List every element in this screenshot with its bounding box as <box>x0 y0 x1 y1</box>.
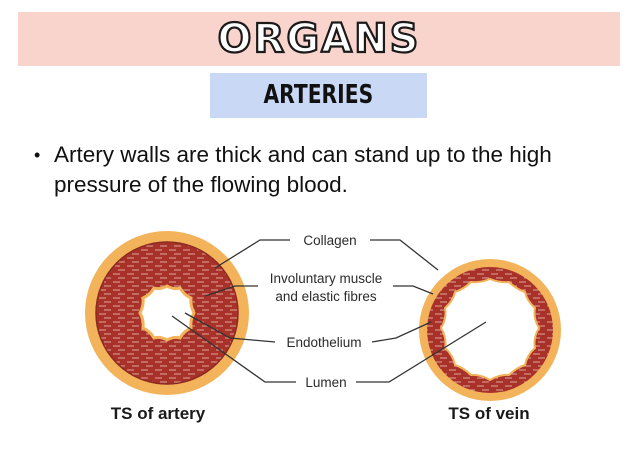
bullet-line-1: Artery walls are thick and can stand up … <box>54 142 552 167</box>
label-muscle-line-1: Involuntary muscle <box>270 271 383 286</box>
leader-lines <box>171 239 487 383</box>
label-collagen: Collagen <box>303 233 356 248</box>
bullet-icon: • <box>34 145 41 165</box>
artery-cross-section <box>85 231 249 395</box>
caption-vein: TS of vein <box>448 404 529 423</box>
vein-cross-section <box>419 259 561 401</box>
title-banner <box>18 12 620 66</box>
caption-artery: TS of artery <box>111 404 206 423</box>
section-heading-text: ARTERIES <box>263 80 374 110</box>
vein-lumen <box>439 277 541 382</box>
page-title: ORGANS <box>216 15 421 63</box>
bullet-text: Artery walls are thick and can stand up … <box>54 140 624 200</box>
label-lumen: Lumen <box>305 375 346 390</box>
bullet-line-2: pressure of the flowing blood. <box>54 172 348 197</box>
label-endothelium: Endothelium <box>286 335 361 350</box>
artery-lumen <box>138 284 196 342</box>
label-muscle-line-2: and elastic fibres <box>275 289 377 304</box>
section-heading: ARTERIES <box>210 73 427 118</box>
